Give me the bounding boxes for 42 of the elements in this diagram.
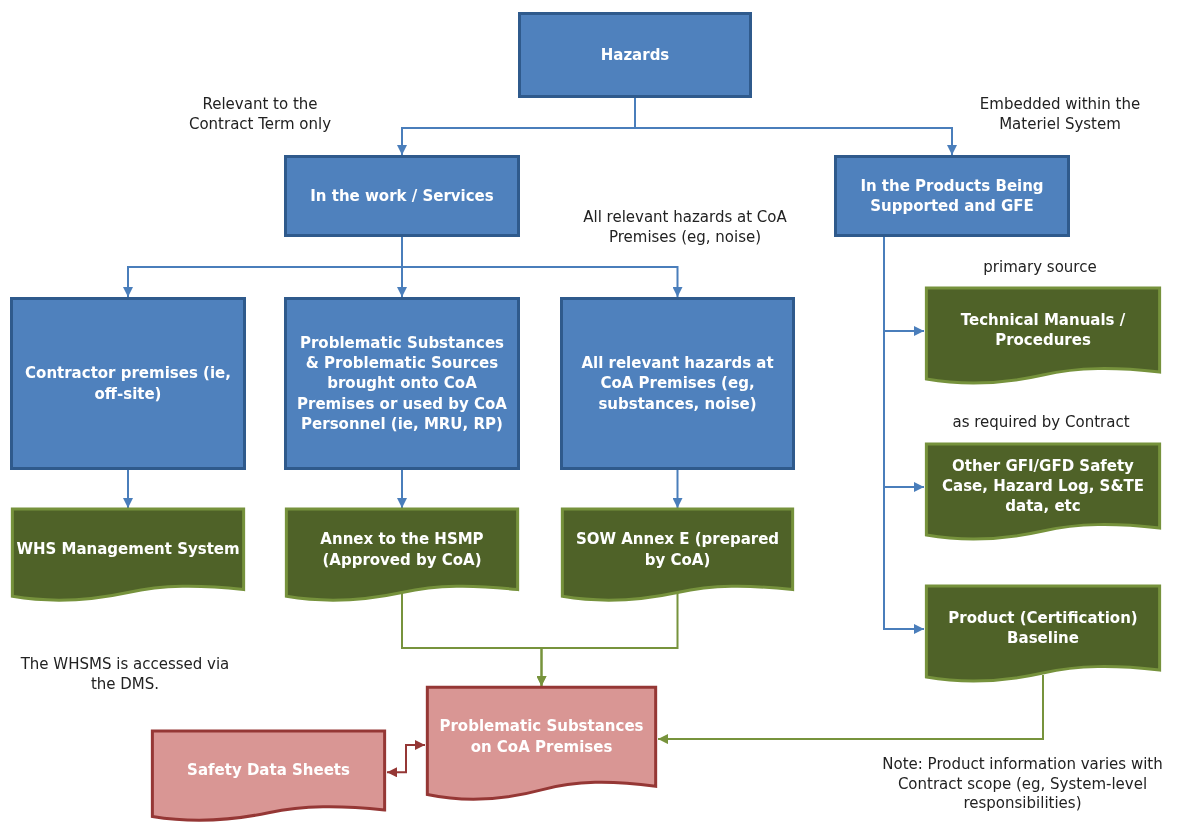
annotation-text: Embedded within the Materiel System	[978, 95, 1142, 134]
document-shape	[284, 508, 520, 604]
annotation-text: as required by Contract	[951, 413, 1131, 433]
arrow	[672, 469, 683, 509]
process-box	[518, 12, 752, 98]
document-shape	[560, 508, 795, 604]
document-shape	[924, 585, 1162, 685]
arrow	[386, 740, 426, 778]
annotation-text: All relevant hazards at CoA Premises (eg, noise)	[582, 208, 788, 247]
node-text: Problematic Substances & Problematic Sources brought onto CoA Premises or used by CoA Personnel (ie, MRU, RP)	[296, 332, 508, 435]
node-text: Other GFI/GFD Safety Case, Hazard Log, S&TE data, etc	[941, 455, 1145, 517]
node-text: In the work / Services	[310, 185, 494, 207]
arrow	[397, 469, 407, 509]
node-text: Problematic Substances on CoA Premises	[438, 716, 645, 757]
annotation-text: Note: Product information varies with Contract scope (eg, System-level responsibilities)	[881, 755, 1164, 814]
node-text: Annex to the HSMP (Approved by CoA)	[319, 529, 485, 570]
arrow	[123, 469, 133, 509]
document-shape	[10, 508, 246, 604]
node-text: SOW Annex E (prepared by CoA)	[574, 529, 781, 570]
node-text: Hazards	[600, 44, 670, 66]
arrow	[401, 236, 683, 298]
node-text: All relevant hazards at CoA Premises (eg, substances, noise)	[580, 353, 775, 414]
annotation-text: The WHSMS is accessed via the DMS.	[20, 655, 230, 694]
process-box	[834, 155, 1070, 237]
annotation-text: primary source	[982, 258, 1098, 278]
node-text: Safety Data Sheets	[187, 760, 350, 781]
document-shape	[150, 730, 387, 824]
arrow	[657, 674, 1044, 745]
node-text: WHS Management System	[16, 539, 240, 560]
document-shape	[924, 443, 1162, 543]
process-box	[284, 155, 520, 237]
annotation-text: Relevant to the Contract Term only	[187, 95, 333, 134]
process-box	[284, 297, 520, 470]
document-shape	[924, 287, 1162, 387]
node-text: Technical Manuals / Procedures	[959, 309, 1127, 351]
arrow	[634, 97, 957, 156]
node-text: Product (Certification) Baseline	[947, 607, 1139, 649]
process-box	[560, 297, 795, 470]
document-shape	[425, 686, 658, 804]
process-box	[10, 297, 246, 470]
node-text: Contractor premises (ie, off-site)	[24, 363, 232, 404]
node-text: In the Products Being Supported and GFE	[859, 175, 1045, 217]
